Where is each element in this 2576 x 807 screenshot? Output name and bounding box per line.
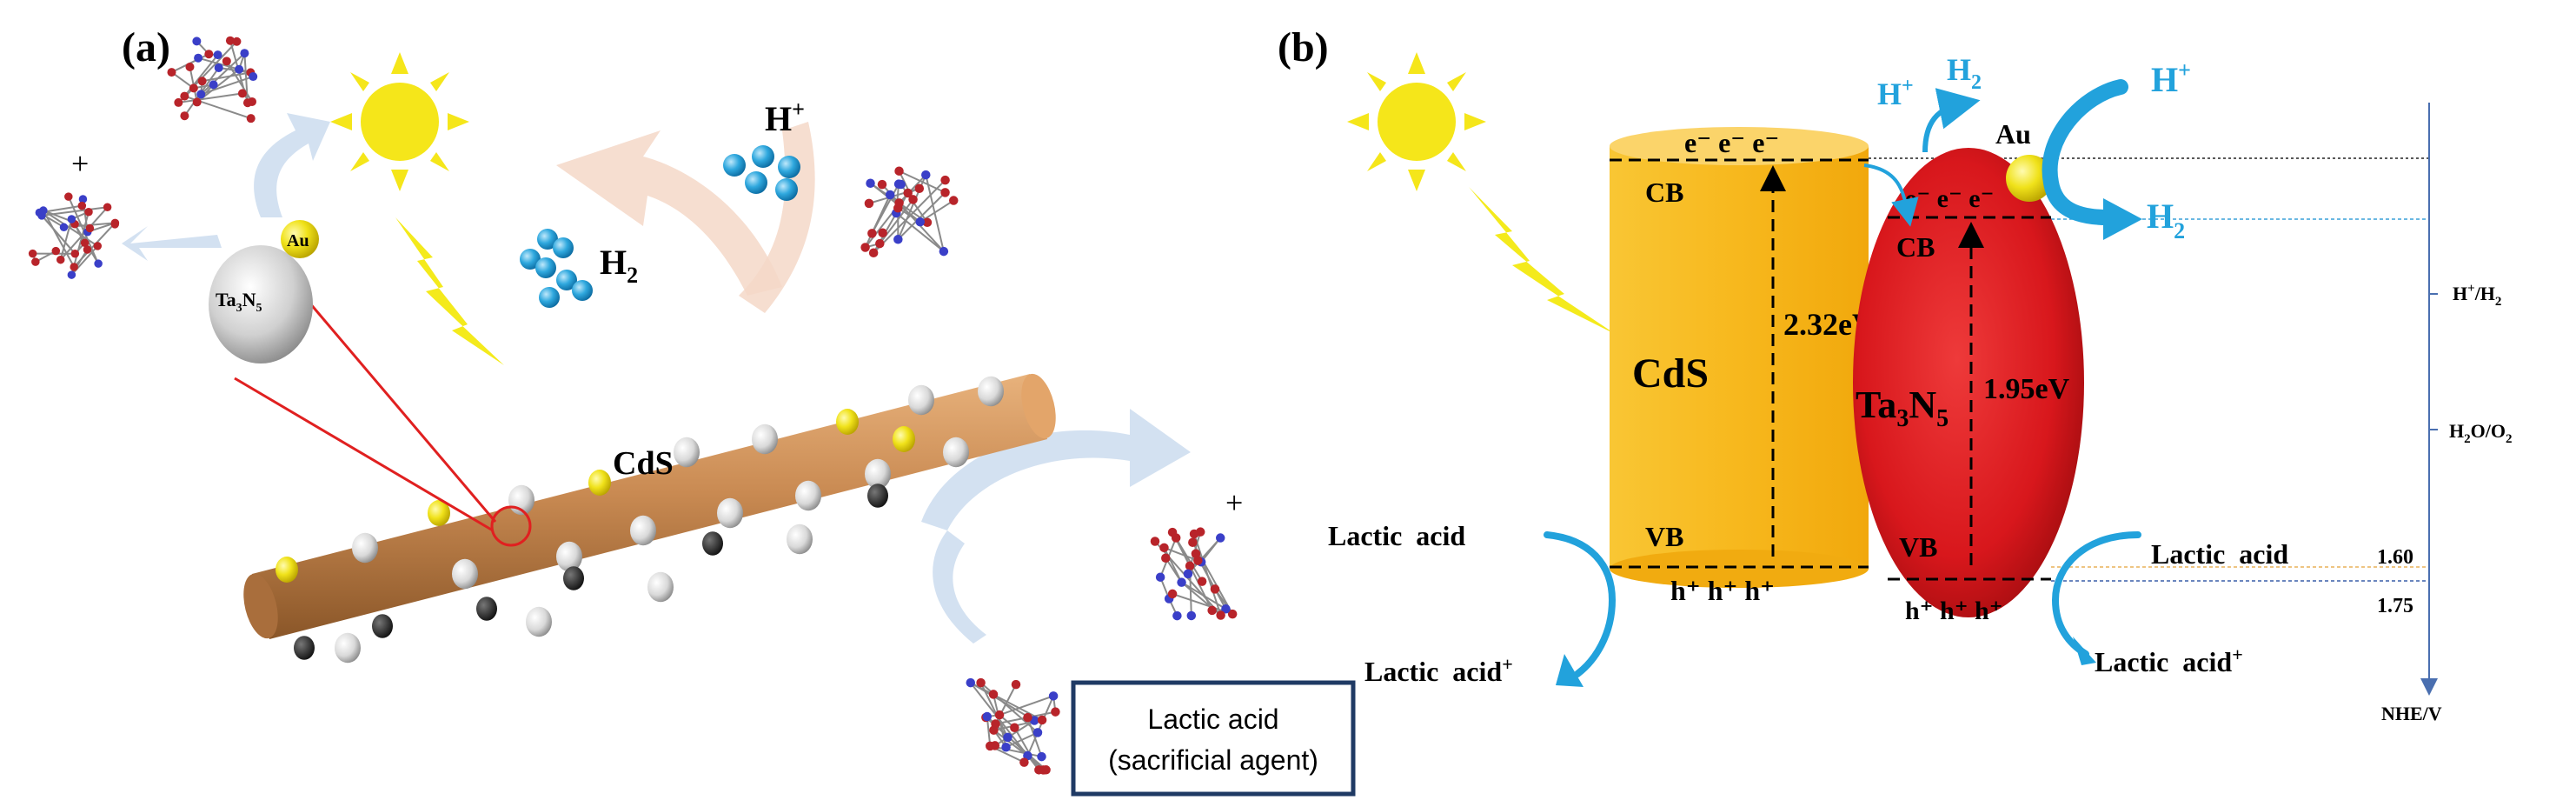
ta-gap-label: 1.95eV: [1983, 373, 2070, 405]
molecule-cluster: [29, 192, 119, 278]
lactic-right-label: Lactic acid: [2151, 538, 2288, 570]
lactic-left-label: Lactic acid: [1328, 520, 1465, 551]
lightning-icon-b: [1469, 187, 1617, 335]
h2-big-arrow: [2050, 87, 2121, 217]
rod-particle: [647, 572, 674, 603]
plus-right: +: [1225, 485, 1243, 520]
rod-particle: [476, 597, 497, 621]
rod-particle: [836, 409, 859, 435]
cds-cb-label: CB: [1645, 177, 1683, 208]
sacrificial-agent-box: [1073, 683, 1353, 794]
rod-particle: [630, 516, 656, 546]
cds-name-b: CdS: [1632, 350, 1709, 397]
molecule-cluster: [966, 678, 1060, 775]
zoom-line-2: [235, 378, 493, 530]
plus-top-left: +: [71, 146, 89, 181]
hplus-right-label: H+: [2151, 57, 2191, 99]
blue-arrow-left: [122, 226, 222, 261]
rod-particle: [752, 424, 778, 455]
rod-particle: [717, 498, 743, 529]
axis-unit-label: NHE/V: [2381, 703, 2442, 724]
axis-160-label: 1.60: [2377, 546, 2413, 569]
sun-icon-b: [1347, 52, 1486, 191]
blue-arrow-bottom: [933, 530, 986, 644]
axis-h-label: H+/H2: [2453, 282, 2501, 309]
h2-right-label: H2: [2147, 197, 2185, 243]
ta-holes: h⁺ h⁺ h⁺: [1905, 597, 2003, 625]
rod-particle: [556, 542, 582, 572]
lightning-icon-a: [395, 217, 504, 365]
rod-particle: [978, 377, 1004, 407]
lactic-right-out-label: Lactic acid+: [2095, 644, 2243, 677]
rod-particle: [908, 385, 934, 416]
zoom-line-1: [300, 291, 495, 522]
molecule-cluster: [1151, 527, 1238, 620]
au-label-a: Au: [287, 231, 309, 250]
molecule-cluster: [860, 166, 958, 257]
lactic-right-arrow: [2055, 535, 2138, 654]
rod-particle: [563, 566, 584, 590]
rod-particle: [795, 481, 821, 511]
h2-label-a: H2: [600, 243, 638, 288]
rod-particle: [276, 557, 298, 583]
panel-b-label: (b): [1278, 24, 1329, 70]
lactic-left-out-label: Lactic acid+: [1364, 653, 1513, 687]
rod-particle: [452, 559, 478, 590]
rod-particle: [352, 533, 378, 564]
cds-electrons: e⁻ e⁻ e⁻: [1684, 127, 1779, 158]
ta-electrons: e⁻ e⁻ e⁻: [1905, 184, 1994, 213]
rod-particle: [867, 484, 888, 508]
rod-particle: [294, 636, 315, 660]
box-line-2: (sacrificial agent): [1108, 744, 1318, 776]
au-label-b: Au: [1995, 118, 2031, 150]
cds-vb-label: VB: [1645, 521, 1683, 552]
rod-particle: [787, 524, 813, 555]
cds-label-a: CdS: [613, 445, 674, 482]
h2-small-arrow: [1925, 104, 1960, 152]
sun-icon-a: [330, 52, 469, 191]
h2-molecules: [520, 229, 593, 308]
rod-particle: [588, 470, 611, 496]
h2-top-label: H2: [1947, 52, 1982, 94]
pink-arrow: [556, 130, 782, 296]
axis-175-label: 1.75: [2377, 595, 2413, 617]
box-line-1: Lactic acid: [1147, 704, 1278, 735]
rod-particle: [702, 531, 723, 556]
ta-cb-label: CB: [1896, 231, 1935, 263]
axis-o-label: H2O/O2: [2449, 420, 2512, 446]
ta-vb-label: VB: [1899, 531, 1937, 563]
rod-particle: [674, 437, 700, 468]
pink-arrow-upper: [739, 122, 815, 313]
cds-holes: h⁺ h⁺ h⁺: [1670, 575, 1775, 606]
rod-particle: [372, 614, 393, 638]
h2-big-arrowhead: [2103, 198, 2142, 240]
blue-arrow-top-left: [254, 113, 330, 217]
lactic-left-arrow: [1547, 535, 1612, 674]
panel-a-label: (a): [122, 24, 170, 70]
molecule-cluster: [167, 37, 257, 123]
rod-particle: [335, 633, 361, 664]
rod-particle: [893, 426, 915, 452]
rod-particle: [526, 607, 552, 637]
rod-particle: [943, 437, 969, 468]
hplus-left-label: H+: [1877, 75, 1914, 111]
